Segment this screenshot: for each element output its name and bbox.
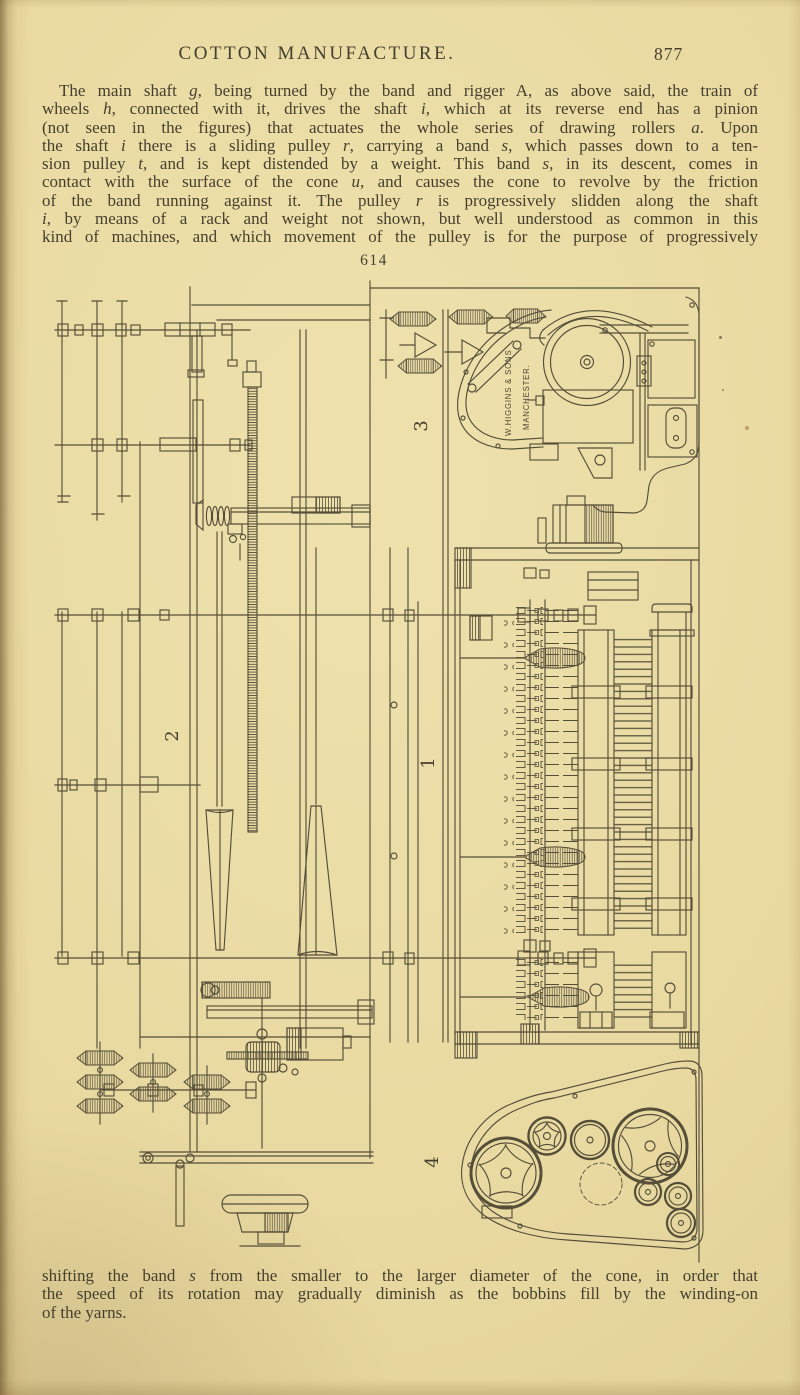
caption-line: the speed of its rotation may gradually … (42, 1284, 758, 1304)
page-header-title: COTTON MANUFACTURE. (178, 43, 456, 64)
figure-number: 614 (360, 252, 388, 269)
body-text-line: kind of machines, and which movement of … (42, 227, 758, 247)
body-text-line: sion pulley t, and is kept distended by … (42, 154, 758, 174)
maker-inscription-line1: W.HIGGINS & SONS (504, 350, 513, 436)
fig2-side-elevation (54, 280, 700, 1247)
page-number: 877 (654, 44, 684, 64)
fig4-gearing-end-view (460, 1060, 704, 1250)
figure-label-2: 2 (162, 730, 183, 741)
caption-line: of the yarns. (42, 1302, 127, 1322)
maker-inscription-line2: MANCHESTER. (522, 364, 531, 430)
body-text-line: The main shaft g, being turned by the ba… (59, 81, 758, 100)
page-speck (719, 336, 722, 339)
body-text-line: of the band running against it. The pull… (42, 190, 758, 210)
body-text-line: contact with the surface of the cone u, … (42, 172, 759, 192)
figure-caption: shifting the band s from the smaller to … (42, 1266, 758, 1322)
fig1-plan-view (454, 287, 700, 1263)
body-text-line: wheels h, connected with it, drives the … (42, 99, 758, 119)
body-paragraph: The main shaft g, being turned by the ba… (42, 81, 759, 247)
body-text-line: i, by means of a rack and weight not sho… (42, 209, 758, 229)
body-text-line: the shaft i there is a sliding pulley r,… (42, 135, 758, 155)
figure-label-4: 4 (422, 1156, 443, 1167)
figure-label-3: 3 (411, 420, 432, 431)
figure-label-1: 1 (418, 757, 439, 768)
engraving-figure-614: 3 1 2 4 W.HIGGINS & SONS MANCHESTER. (54, 280, 704, 1263)
body-text-line: (not seen in the figures) that actuates … (42, 117, 758, 137)
page-speck (745, 426, 749, 430)
caption-line: shifting the band s from the smaller to … (42, 1266, 758, 1285)
page-speck (722, 389, 724, 391)
